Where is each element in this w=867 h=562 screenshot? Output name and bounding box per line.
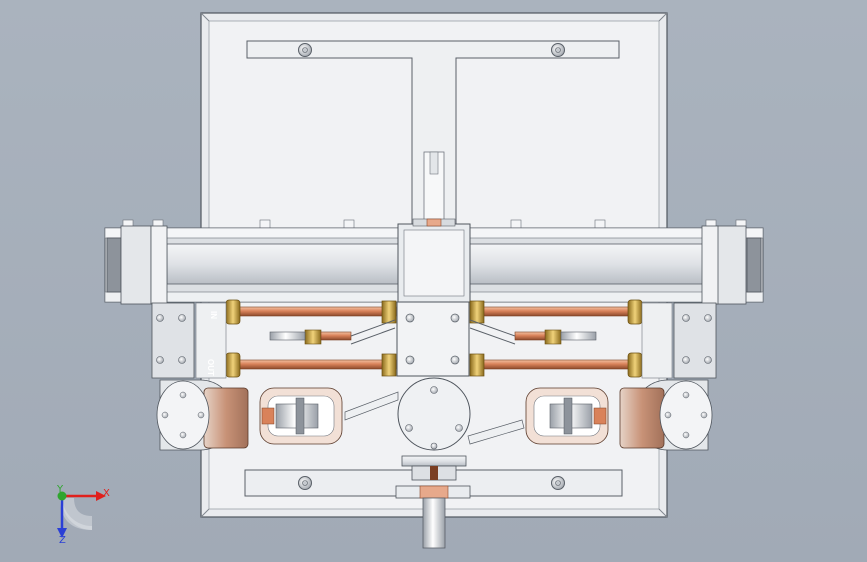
y-axis-label: Y <box>56 484 64 495</box>
x-axis-label: X <box>103 488 110 499</box>
z-axis-label: Z <box>59 535 66 546</box>
right-piston[interactable] <box>525 387 609 445</box>
bolt-icon <box>551 476 565 490</box>
link-arms <box>344 391 525 445</box>
bolt-icon <box>298 476 312 490</box>
bolt-icon <box>551 43 565 57</box>
port-out-label: OUT <box>206 359 215 376</box>
right-bracket[interactable] <box>641 302 717 379</box>
output-shaft[interactable] <box>395 455 471 549</box>
left-piston[interactable] <box>259 387 343 445</box>
brass-fittings <box>225 299 643 378</box>
left-bracket[interactable] <box>151 302 227 379</box>
bolt-icon <box>298 43 312 57</box>
right-roller[interactable] <box>619 379 713 451</box>
bypass-tube <box>269 319 597 345</box>
port-in-label: IN <box>209 311 218 319</box>
coordinate-triad: X Y Z <box>56 484 110 546</box>
center-block[interactable] <box>397 218 471 303</box>
left-roller[interactable] <box>156 379 249 451</box>
eccentric-disc[interactable] <box>397 377 471 451</box>
valve-body[interactable] <box>396 301 470 377</box>
